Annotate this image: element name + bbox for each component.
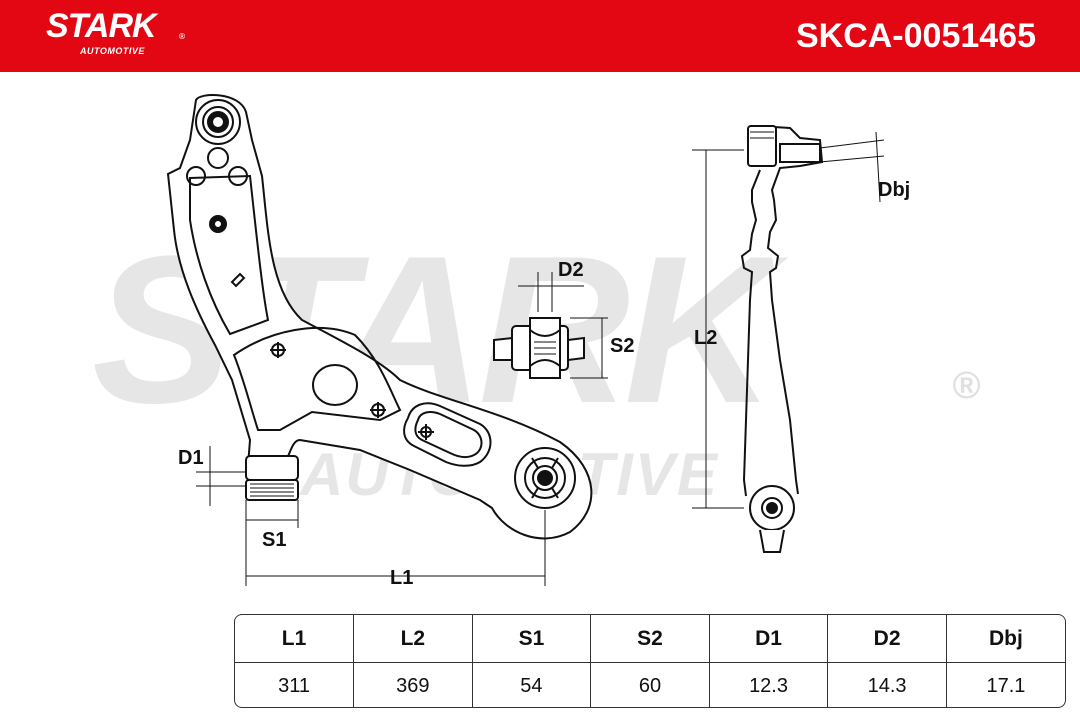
spec-header-d2: D2: [827, 615, 947, 663]
brand-subtitle: AUTOMOTIVE: [80, 46, 145, 56]
header-bar: STARK AUTOMOTIVE ® SKCA-0051465: [0, 0, 1080, 72]
label-l2: L2: [694, 327, 717, 349]
part-number: SKCA-0051465: [795, 17, 1036, 55]
brand-logo: STARK AUTOMOTIVE ®: [46, 7, 186, 56]
control-arm-top-view: [166, 94, 593, 540]
spec-value-s2: 60: [590, 662, 710, 707]
spec-header-s2: S2: [590, 615, 710, 663]
spec-table-value-row: 311 369 54 60 12.3 14.3 17.1: [235, 662, 1065, 707]
spec-value-d1: 12.3: [709, 662, 829, 707]
bottom-dimensions: [196, 446, 546, 586]
spec-header-d1: D1: [709, 615, 829, 663]
label-d2: D2: [558, 259, 584, 281]
label-s2: S2: [610, 335, 634, 357]
spec-header-l2: L2: [353, 615, 473, 663]
label-dbj: Dbj: [878, 179, 910, 201]
label-s1: S1: [262, 529, 286, 551]
watermark-reg: ®: [952, 365, 980, 407]
spec-table-header-row: L1 L2 S1 S2 D1 D2 Dbj: [235, 615, 1065, 663]
spec-value-d2: 14.3: [827, 662, 947, 707]
spec-header-s1: S1: [472, 615, 592, 663]
technical-drawing: STARK AUTOMOTIVE ®: [92, 94, 980, 589]
bushing-detail: [493, 272, 608, 379]
brand-registered-mark: ®: [178, 32, 186, 41]
spec-header-dbj: Dbj: [946, 615, 1065, 663]
label-l1: L1: [390, 567, 413, 589]
spec-header-l1: L1: [235, 615, 355, 663]
spec-value-s1: 54: [472, 662, 592, 707]
spec-table: L1 L2 S1 S2 D1 D2 Dbj 311 369 54 60 12.3…: [234, 614, 1066, 708]
spec-value-l2: 369: [353, 662, 473, 707]
control-arm-side-view: [692, 125, 885, 553]
label-d1: D1: [178, 447, 204, 469]
brand-name: STARK: [46, 7, 157, 45]
spec-value-l1: 311: [235, 662, 355, 707]
spec-value-dbj: 17.1: [986, 675, 1026, 697]
